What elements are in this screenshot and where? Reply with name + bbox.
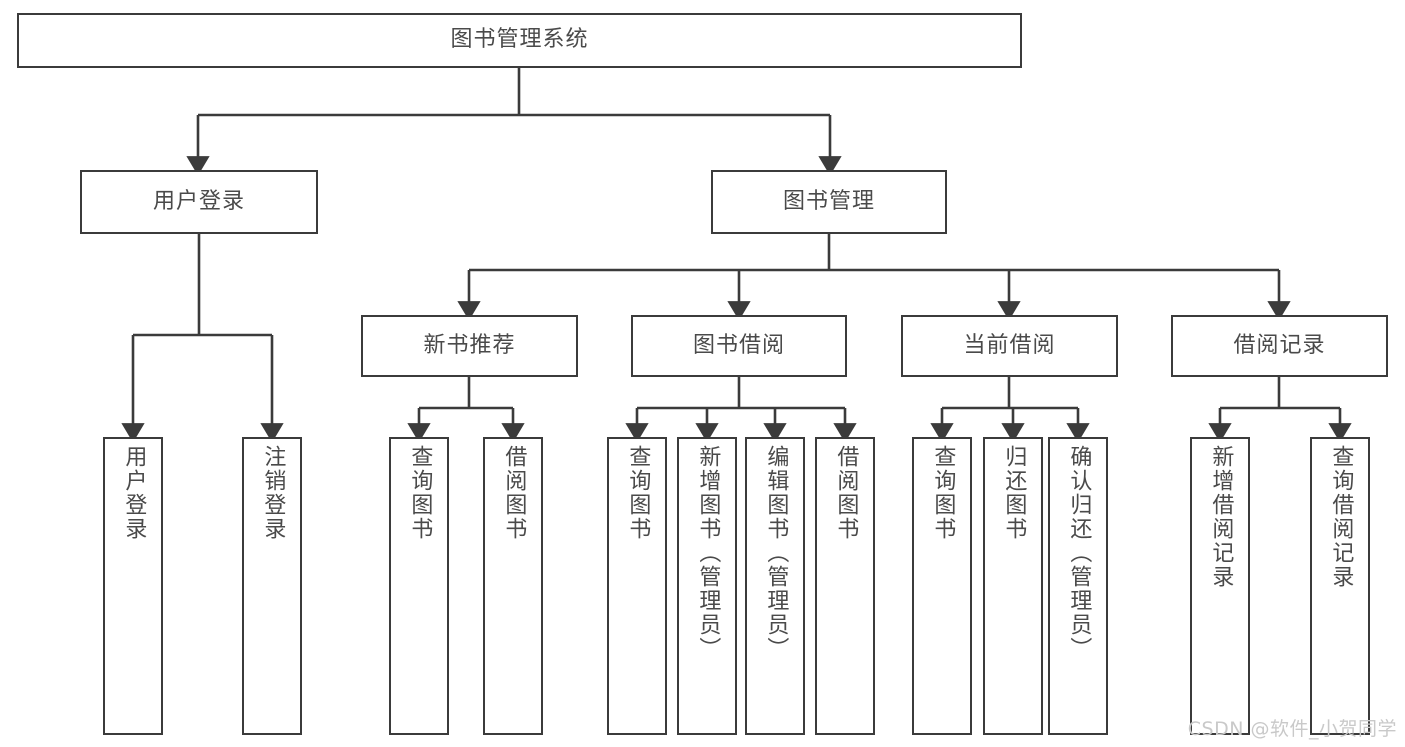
- node-borrow-record-label: 借阅记录: [1233, 332, 1326, 358]
- node-book-borrow[interactable]: 图书借阅: [631, 315, 847, 377]
- leaf-user-login-label: 用户登录: [121, 445, 147, 541]
- leaf-return-book-label: 归还图书: [1001, 445, 1027, 541]
- leaf-edit-book-admin-label: 编辑图书（管理员）: [763, 445, 789, 661]
- leaf-search-book-current-label: 查询图书: [930, 445, 956, 541]
- watermark: CSDN @软件_小贺同学: [1187, 718, 1397, 740]
- leaf-confirm-return-admin-label: 确认归还（管理员）: [1066, 445, 1092, 661]
- node-current-borrow-label: 当前借阅: [963, 332, 1056, 358]
- node-current-borrow[interactable]: 当前借阅: [901, 315, 1118, 377]
- leaf-edit-book-admin[interactable]: 编辑图书（管理员）: [745, 437, 805, 735]
- leaf-return-book[interactable]: 归还图书: [983, 437, 1043, 735]
- node-new-book-recommend-label: 新书推荐: [423, 332, 516, 358]
- leaf-confirm-return-admin[interactable]: 确认归还（管理员）: [1048, 437, 1108, 735]
- leaf-borrow-book-label: 借阅图书: [833, 445, 859, 541]
- leaf-borrow-book[interactable]: 借阅图书: [815, 437, 875, 735]
- leaf-logout[interactable]: 注销登录: [242, 437, 302, 735]
- leaf-search-book-current[interactable]: 查询图书: [912, 437, 972, 735]
- leaf-add-book-admin[interactable]: 新增图书（管理员）: [677, 437, 737, 735]
- node-root[interactable]: 图书管理系统: [17, 13, 1022, 68]
- leaf-add-borrow-record-label: 新增借阅记录: [1208, 445, 1234, 589]
- node-root-label: 图书管理系统: [450, 27, 589, 53]
- leaf-search-book-recommend[interactable]: 查询图书: [389, 437, 449, 735]
- node-book-management[interactable]: 图书管理: [711, 170, 947, 234]
- node-book-borrow-label: 图书借阅: [692, 332, 785, 358]
- leaf-search-borrow-record[interactable]: 查询借阅记录: [1310, 437, 1370, 735]
- leaf-search-book-borrow-label: 查询图书: [625, 445, 651, 541]
- leaf-logout-label: 注销登录: [260, 445, 286, 541]
- leaf-add-book-admin-label: 新增图书（管理员）: [695, 445, 721, 661]
- leaf-user-login[interactable]: 用户登录: [103, 437, 163, 735]
- leaf-borrow-book-recommend[interactable]: 借阅图书: [483, 437, 543, 735]
- node-book-management-label: 图书管理: [782, 188, 875, 214]
- node-user-login-label: 用户登录: [152, 188, 245, 214]
- leaf-search-borrow-record-label: 查询借阅记录: [1328, 445, 1354, 589]
- node-new-book-recommend[interactable]: 新书推荐: [361, 315, 578, 377]
- node-borrow-record[interactable]: 借阅记录: [1171, 315, 1388, 377]
- leaf-borrow-book-recommend-label: 借阅图书: [501, 445, 527, 541]
- node-user-login[interactable]: 用户登录: [80, 170, 318, 234]
- leaf-search-book-borrow[interactable]: 查询图书: [607, 437, 667, 735]
- leaf-search-book-recommend-label: 查询图书: [407, 445, 433, 541]
- leaf-add-borrow-record[interactable]: 新增借阅记录: [1190, 437, 1250, 735]
